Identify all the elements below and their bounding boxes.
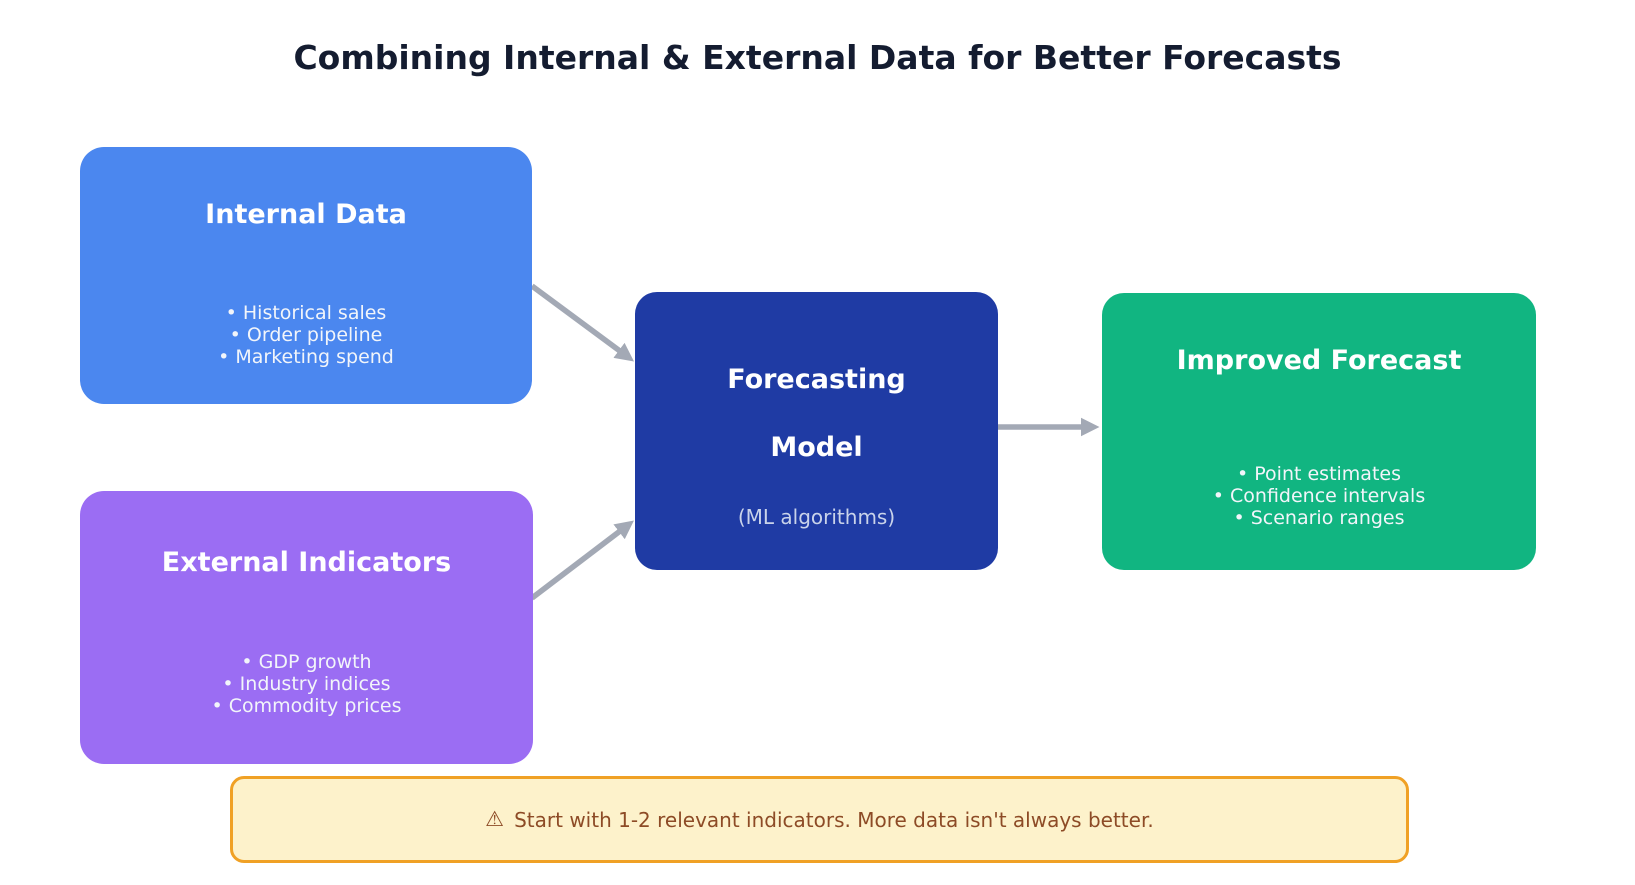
arrow-external-to-model [530,520,634,601]
bullet-commodity-prices: • Commodity prices [211,695,402,717]
bullet-point-estimates: • Point estimates [1237,463,1401,485]
page-title: Combining Internal & External Data for B… [293,38,1342,77]
arrow-internal-to-model [530,283,635,362]
advice-note-text: Start with 1-2 relevant indicators. More… [514,807,1154,832]
forecasting-model-title-line1: Forecasting [727,364,906,395]
internal-data-title: Internal Data [205,199,407,230]
warning-icon: ⚠ [485,807,505,831]
external-indicators-bullets: • GDP growth • Industry indices • Commod… [80,651,533,717]
improved-forecast-bullets: • Point estimates • Confidence intervals… [1102,463,1536,529]
improved-forecast-box: Improved Forecast • Point estimates • Co… [1102,293,1536,570]
advice-note: ⚠ Start with 1-2 relevant indicators. Mo… [230,776,1409,863]
external-indicators-title: External Indicators [161,547,452,578]
bullet-industry-indices: • Industry indices [222,673,391,695]
bullet-scenario-ranges: • Scenario ranges [1233,507,1405,529]
bullet-order-pipeline: • Order pipeline [229,324,383,346]
bullet-marketing-spend: • Marketing spend [218,346,394,368]
bullet-gdp-growth: • GDP growth [241,651,372,673]
bullet-confidence-intervals: • Confidence intervals [1212,485,1426,507]
forecasting-model-title-line2: Model [770,432,863,463]
internal-data-bullets: • Historical sales • Order pipeline • Ma… [80,302,532,368]
improved-forecast-title: Improved Forecast [1176,345,1462,376]
internal-data-box: Internal Data • Historical sales • Order… [80,147,532,404]
external-indicators-box: External Indicators • GDP growth • Indus… [80,491,533,764]
forecasting-model-box: Forecasting Model (ML algorithms) [635,292,998,570]
bullet-historical-sales: • Historical sales [225,302,387,324]
forecasting-model-subtitle: (ML algorithms) [737,505,896,529]
